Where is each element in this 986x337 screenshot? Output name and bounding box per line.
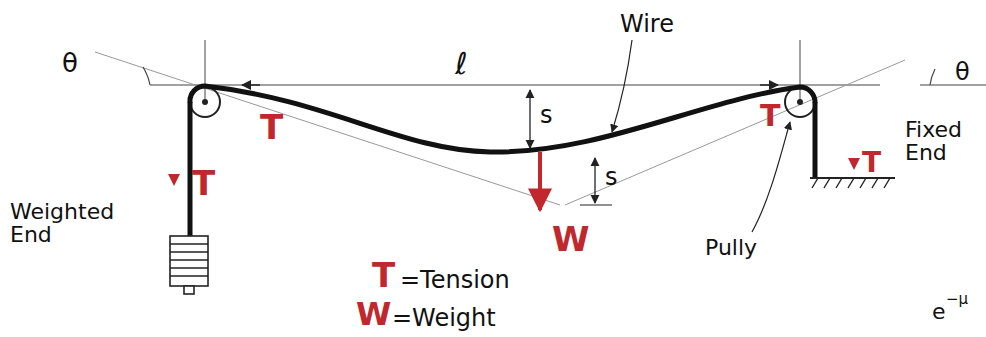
sag-label: s (540, 103, 553, 128)
angle-label: θ (62, 50, 78, 77)
legend-text: =Weight (392, 306, 496, 331)
formula-text: −μ (946, 292, 968, 308)
end-label: Weighted End (10, 200, 120, 246)
pulley-label: Pully (705, 236, 757, 259)
sag-label: s (605, 165, 618, 190)
legend-text: =Tension (400, 268, 510, 293)
legend-symbol: W (356, 298, 391, 332)
wire-label: Wire (620, 12, 674, 37)
tension-label: T (862, 148, 881, 177)
tension-label: T (760, 100, 780, 132)
legend-symbol: T (372, 258, 395, 294)
tension-label: T (192, 166, 215, 202)
end-label: Fixed End (905, 118, 975, 164)
weight-label: W (552, 222, 590, 258)
formula-text: e (932, 300, 946, 323)
length-label: ℓ (455, 48, 467, 80)
tension-label: T (260, 110, 283, 146)
angle-label: θ (955, 60, 970, 85)
